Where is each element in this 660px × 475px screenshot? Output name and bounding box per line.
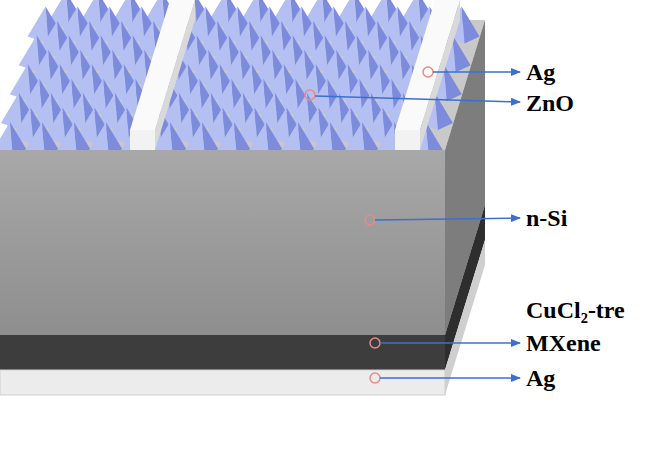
finger-side <box>155 0 195 150</box>
pyramid-face <box>435 93 453 130</box>
label-cucl2: CuCl₂-tre <box>526 298 625 322</box>
pyramid-face <box>444 64 462 101</box>
mxene-side-face <box>445 205 485 370</box>
label-ag-top: Ag <box>526 60 555 84</box>
ag-side-face <box>445 240 485 395</box>
ag-fingers <box>130 0 460 150</box>
label-n-si: n-Si <box>526 206 567 230</box>
finger-front <box>395 130 420 150</box>
n-si-front <box>0 150 445 335</box>
callout-circles <box>305 67 433 383</box>
ag-back-layer <box>0 370 445 395</box>
pyramid-face <box>462 6 480 43</box>
pyramid-face <box>453 35 471 72</box>
mxene-layer <box>0 335 445 370</box>
zno-pyramids <box>0 0 480 159</box>
label-mxene: MXene <box>526 331 601 355</box>
label-zno: ZnO <box>526 91 574 115</box>
finger-front <box>130 130 155 150</box>
leader-arrows <box>315 72 520 378</box>
label-ag-bottom: Ag <box>526 366 555 390</box>
